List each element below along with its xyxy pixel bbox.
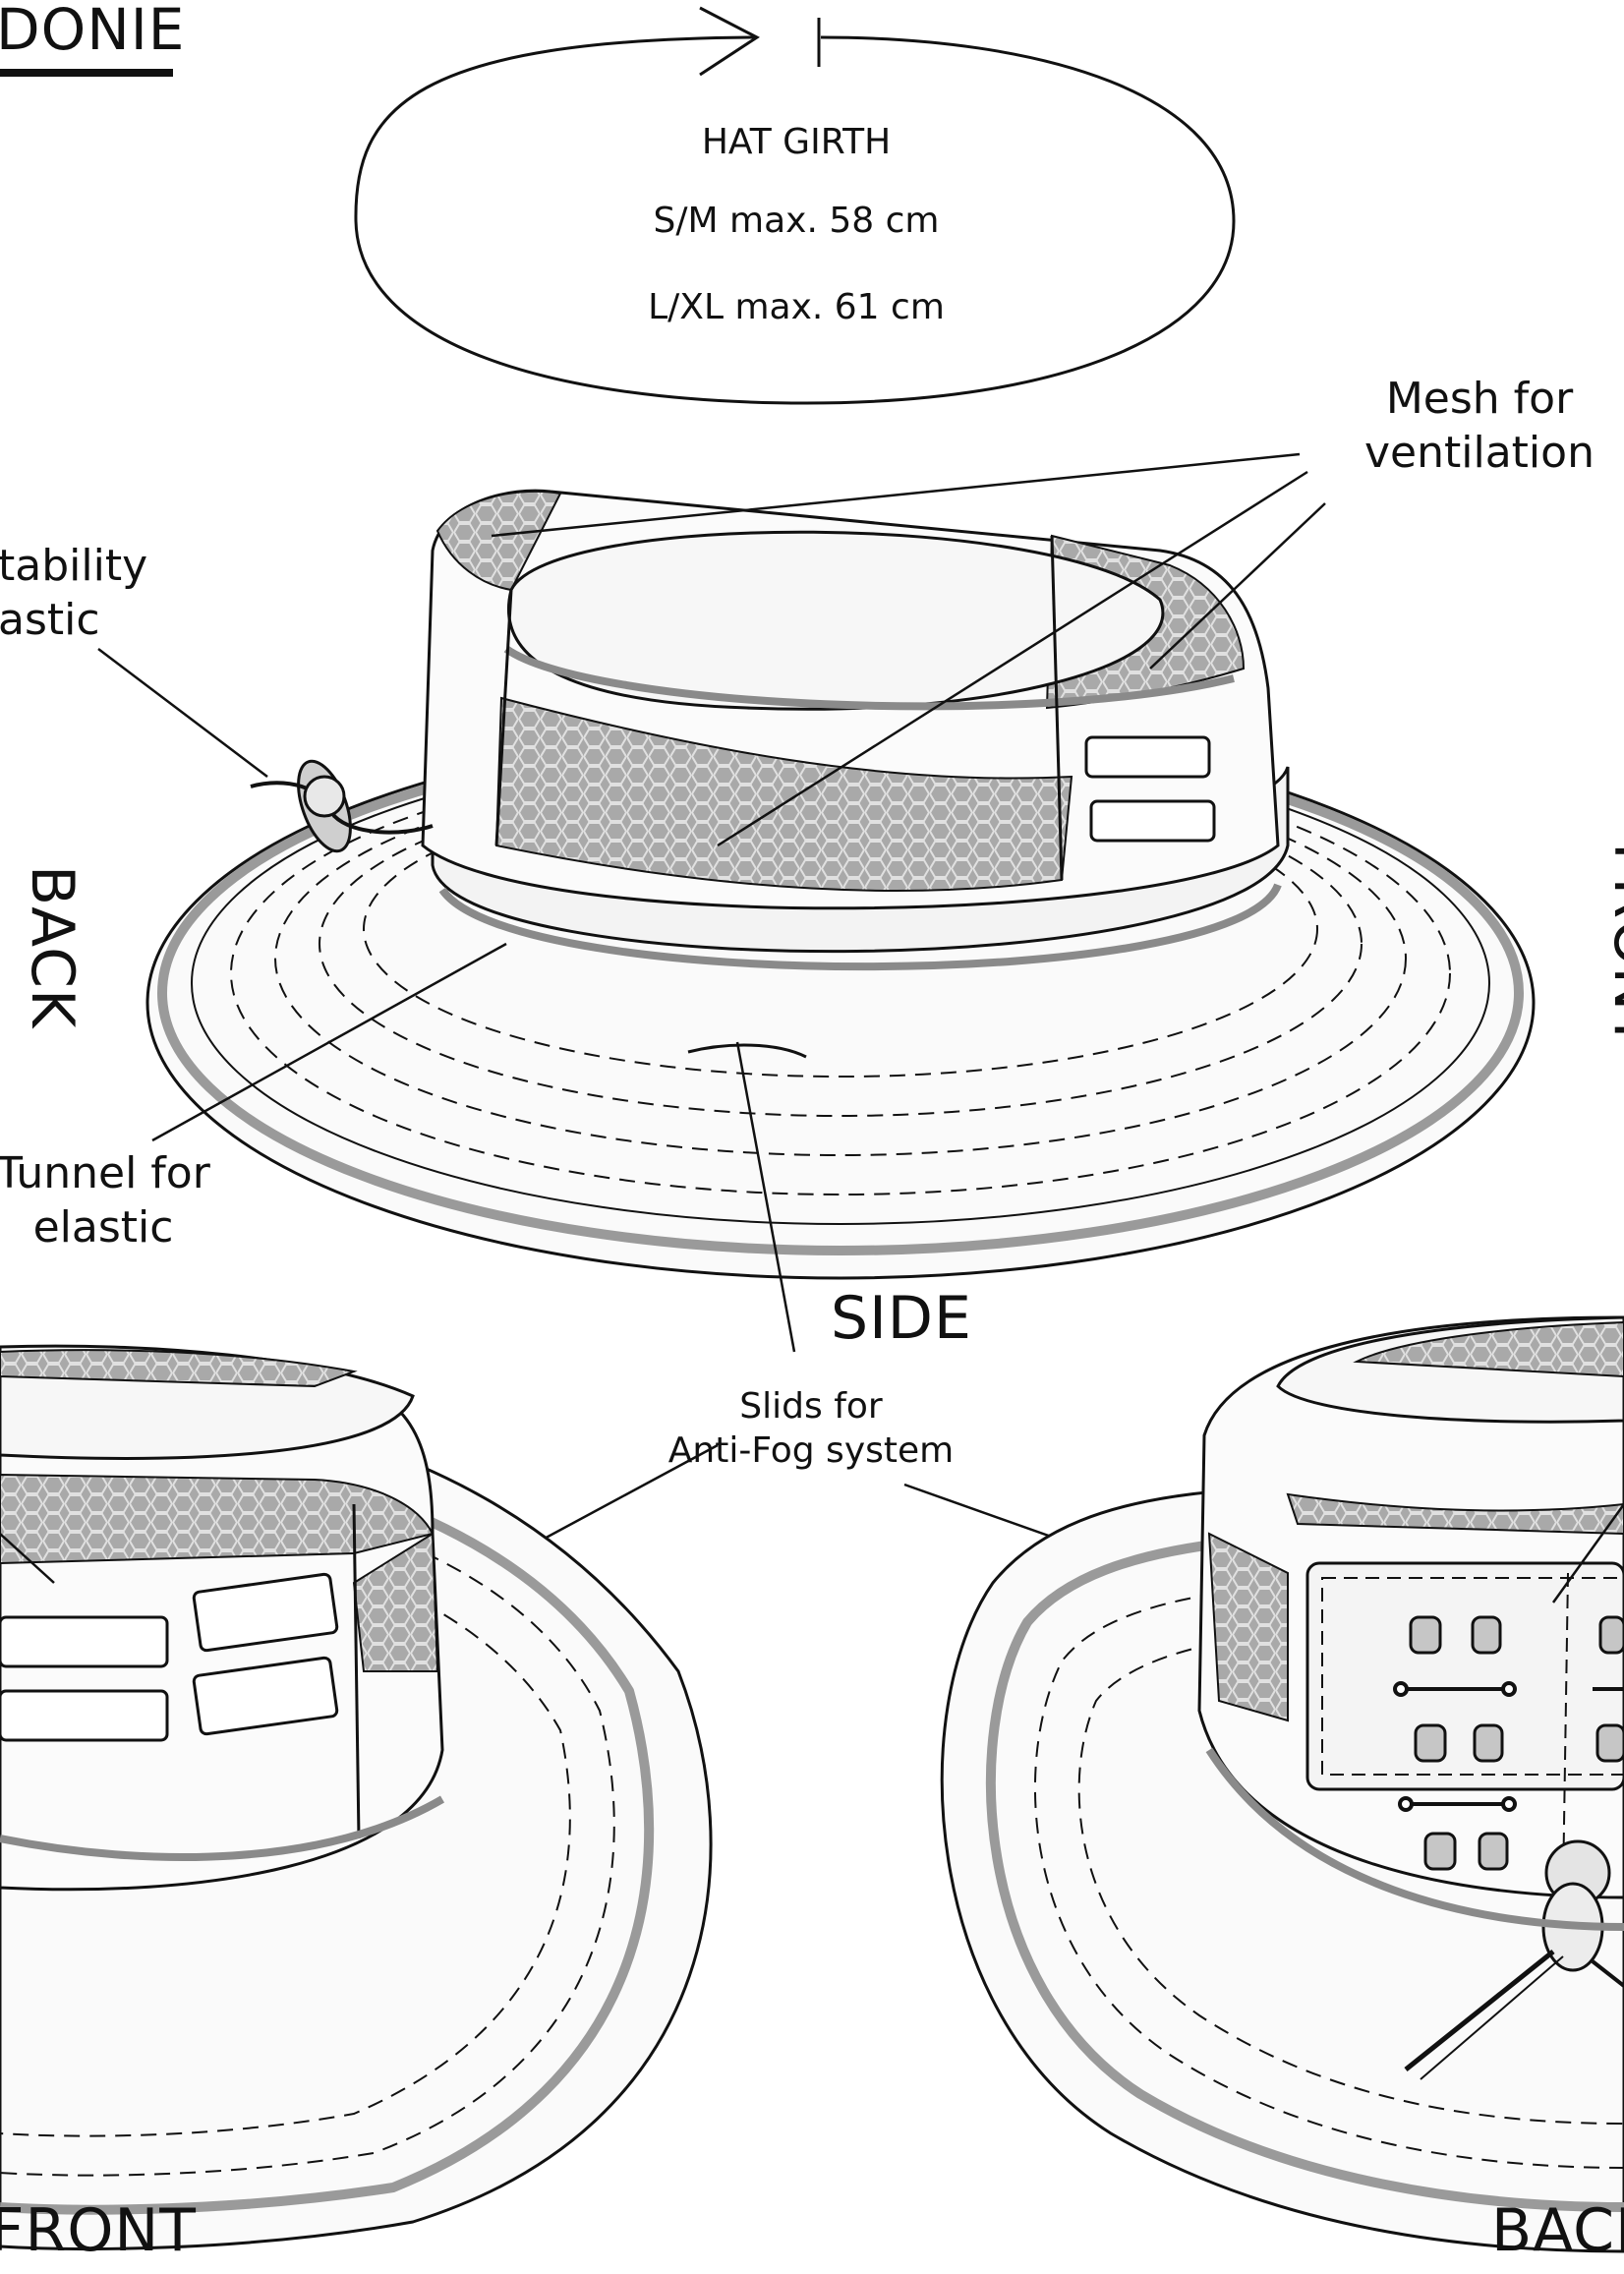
hat-girth-diagram [354, 6, 1236, 405]
side-view-hat [145, 489, 1536, 1280]
view-label-back-side: BACK [18, 865, 87, 1029]
view-label-side: SIDE [831, 1284, 972, 1353]
front-view-hat [0, 1344, 713, 2250]
mesh-callout: Mesh for ventilation [1364, 374, 1595, 478]
stability-callout: tability astic [0, 541, 148, 645]
girth-sm: S/M max. 58 cm [653, 201, 940, 241]
cord-toggle [250, 759, 434, 853]
girth-heading: HAT GIRTH [701, 122, 892, 162]
page-title: DONIE [0, 0, 186, 63]
tunnel-callout: Tunnel for elastic [0, 1148, 210, 1253]
view-label-front: FRONT [0, 2196, 197, 2265]
view-label-front-side: FRONT [1600, 843, 1624, 1049]
view-label-back: BACK [1491, 2196, 1624, 2265]
girth-lxl: L/XL max. 61 cm [648, 287, 945, 327]
slids-callout: Slids for Anti-Fog system [667, 1386, 955, 1471]
back-view-hat [940, 1315, 1624, 2253]
